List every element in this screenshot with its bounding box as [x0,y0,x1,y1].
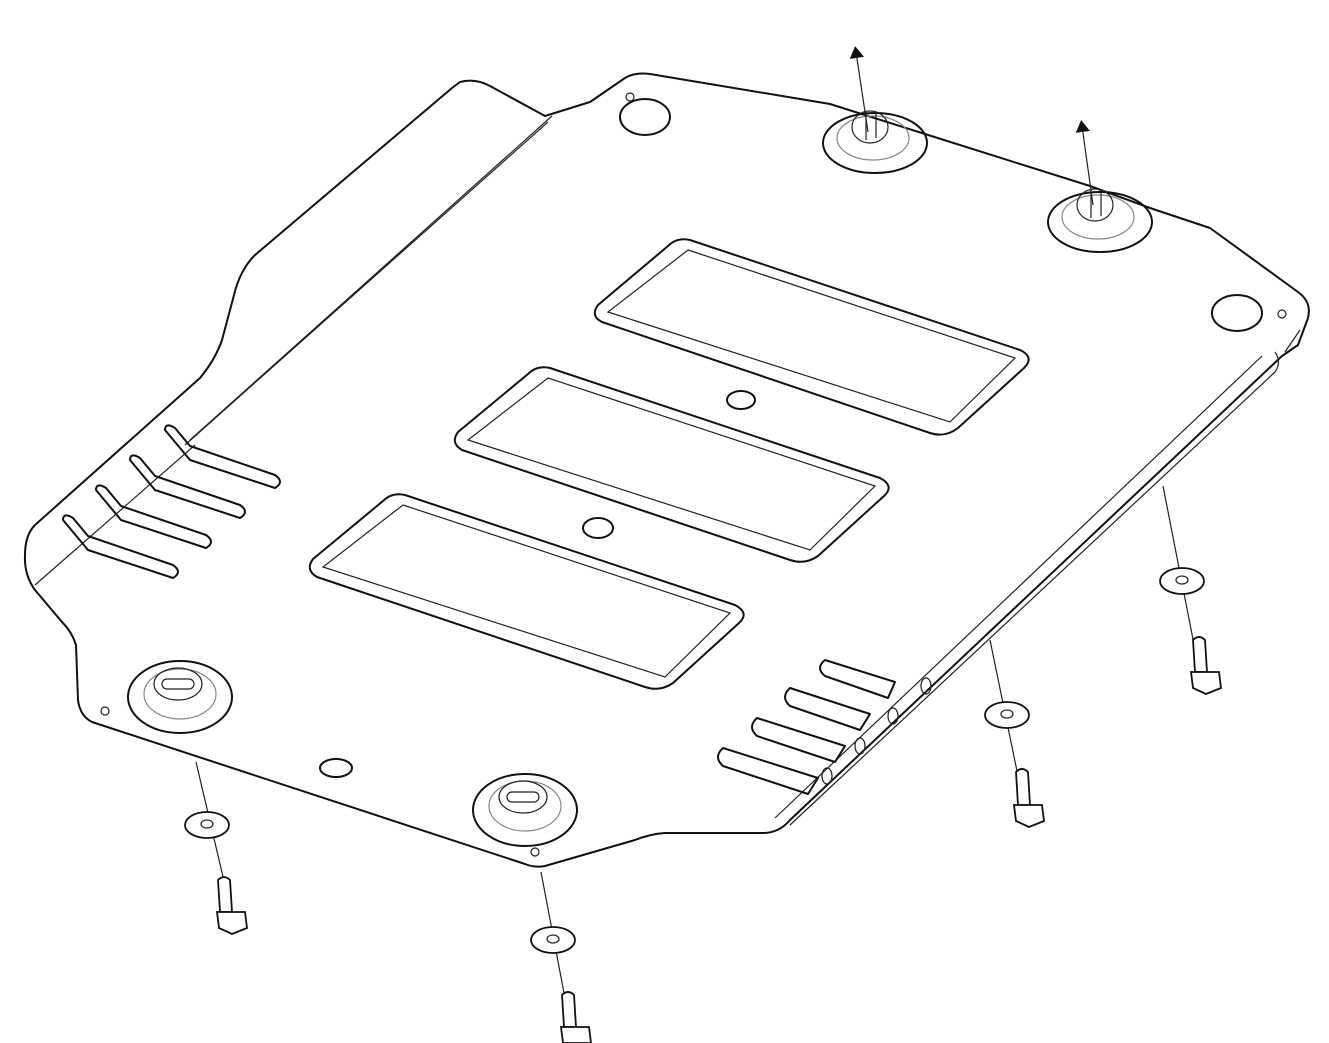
insert-direction-arrow [849,46,869,133]
stamped-window-bottom [308,493,745,690]
plate-outline [23,72,1310,868]
bolt-head [559,1026,592,1043]
bolt-head [1012,804,1045,828]
left-flange-fold [184,115,553,446]
washer [984,701,1030,729]
hole-plug [619,98,671,136]
mount-boss-rear-left [822,110,928,174]
bolt [1015,768,1031,806]
bolt-head [1189,671,1222,695]
bolt [561,991,577,1028]
small-hole [1277,309,1287,319]
left-vent-slots [62,424,281,579]
plugs-and-holes [100,92,1287,857]
hole [582,517,614,539]
fastener-set-2 [530,871,592,1043]
insert-direction-arrow [1075,120,1094,206]
washer [530,926,576,954]
right-flange-edge [1284,329,1301,353]
stamped-window-top [593,238,1030,436]
left-flange-bottom-edge [34,444,196,586]
hole-plug [1211,294,1263,332]
bolt-head [215,911,248,935]
hole [319,758,353,778]
right-vent-slots [717,659,932,795]
small-hole [100,706,110,716]
bolt [217,876,233,913]
fastener-set-1 [184,761,248,935]
right-flange-fold [774,351,1280,826]
mount-boss-front-center [472,773,578,847]
mount-boss-front-left [127,660,233,734]
fastener-set-3 [984,639,1045,828]
washer [1159,567,1205,595]
small-hole [530,847,540,857]
stamped-window-middle [453,366,890,563]
fastener-set-4 [1159,485,1222,695]
small-hole [625,92,635,102]
mount-boss-rear-right [1047,188,1153,253]
washer [184,811,230,839]
bolt [1192,636,1208,673]
hole [726,390,756,410]
